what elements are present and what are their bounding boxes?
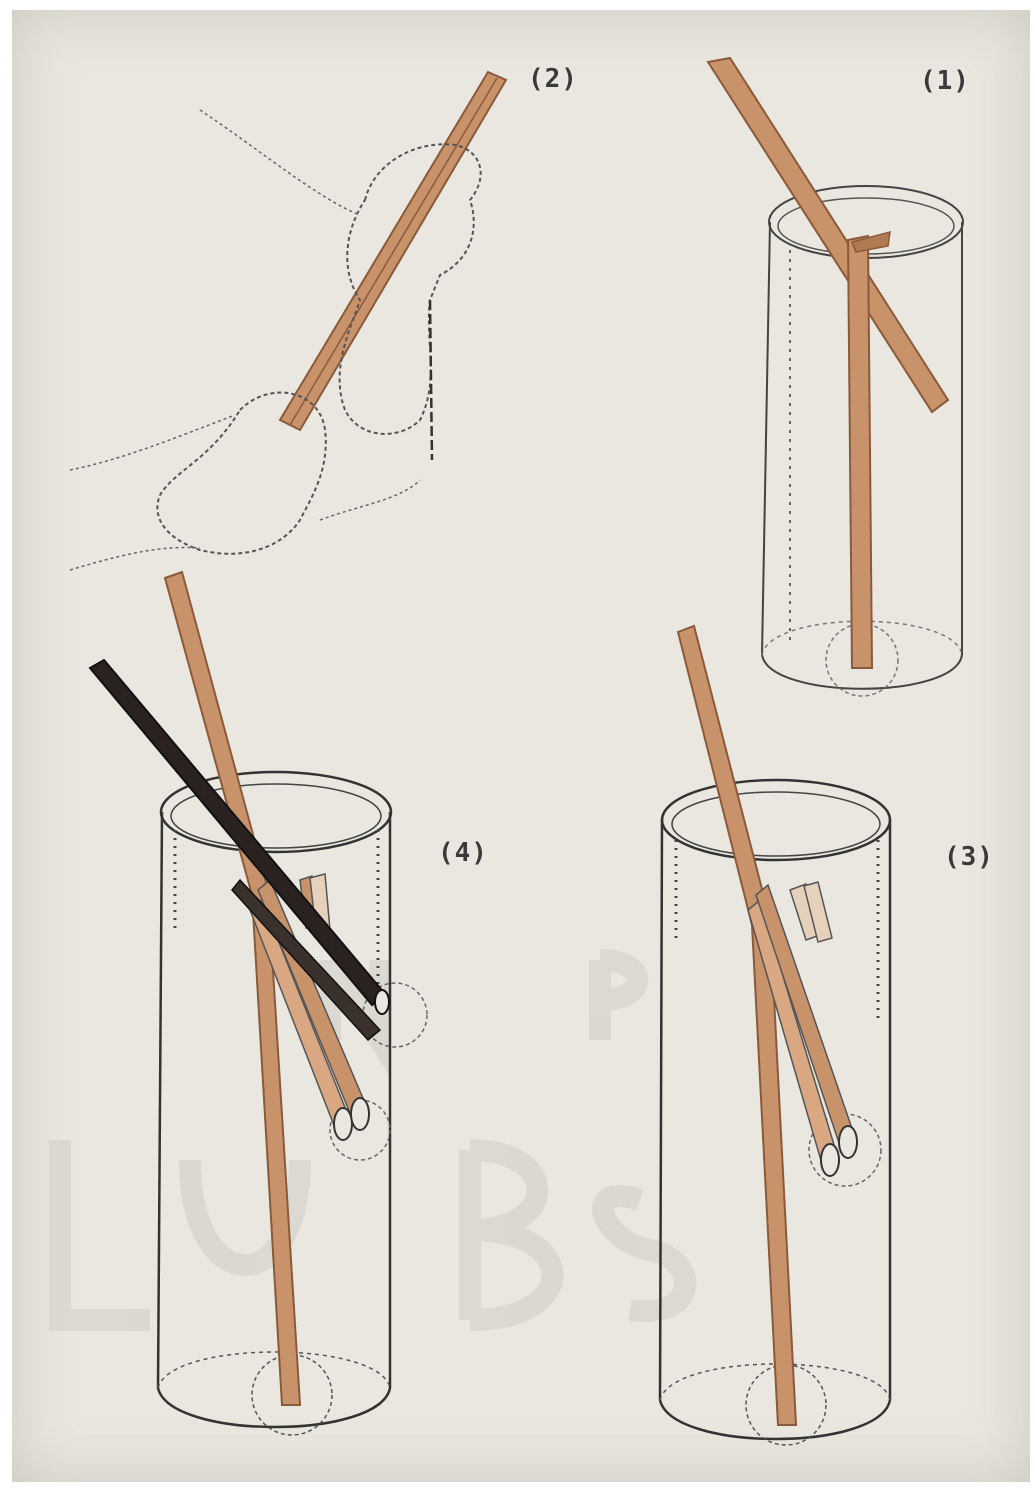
step-label-2: (2) — [528, 64, 578, 94]
main-stick-step-4 — [165, 572, 300, 1405]
main-stick-step-3 — [678, 626, 796, 1425]
step-label-4: (4) — [438, 838, 488, 868]
step-label-3: (3) — [944, 842, 994, 872]
diagonal-stick-step-1 — [708, 58, 948, 412]
watermark-shapes — [60, 960, 685, 1320]
figure-step-1 — [708, 58, 963, 696]
figure-step-2 — [70, 72, 506, 570]
step-label-1: (1) — [920, 66, 970, 96]
figure-step-4 — [90, 572, 427, 1435]
figure-step-3 — [660, 626, 890, 1445]
dark-stem-step-4 — [90, 660, 386, 1005]
vertical-stick-step-1 — [848, 236, 872, 668]
